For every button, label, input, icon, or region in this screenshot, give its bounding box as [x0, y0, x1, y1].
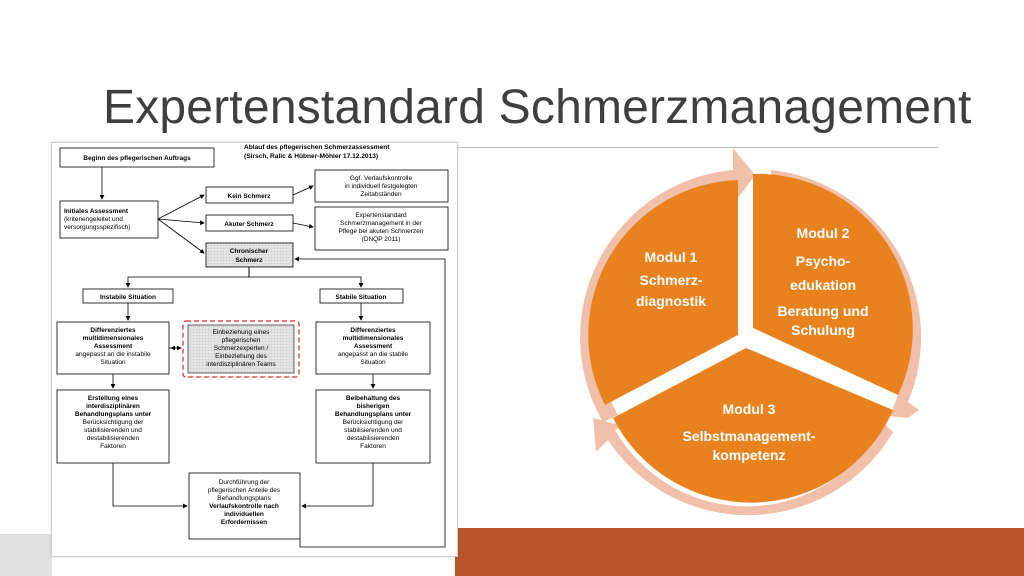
segment-modul-1: [588, 180, 738, 405]
svg-text:Berücksichtigung der: Berücksichtigung der: [343, 419, 405, 426]
svg-text:Ggf. Verlaufskontrolle: Ggf. Verlaufskontrolle: [350, 175, 413, 182]
segment-modul-3: [613, 348, 893, 503]
chronischer-schmerz-box: Chronischer Schmerz: [205, 242, 294, 268]
svg-text:Zeitabständen: Zeitabständen: [360, 191, 402, 198]
instabile-situation-box: Instabile Situation: [82, 288, 174, 304]
svg-text:Erstellung eines: Erstellung eines: [88, 395, 139, 402]
module-cycle: Modul 1 Schmerz- diagnostik Modul 2 Psyc…: [563, 140, 943, 530]
svg-text:Berücksichtigung der: Berücksichtigung der: [83, 419, 145, 426]
verlaufskontrolle-box: Ggf. Verlaufskontrolle in individuell fe…: [314, 169, 449, 203]
svg-text:Instabile Situation: Instabile Situation: [100, 294, 156, 301]
modul-2-line2: Psycho-: [796, 253, 851, 269]
diff-assessment-stabil-box: Differenziertes multidimensionales Asses…: [315, 321, 431, 375]
svg-text:Schmerz: Schmerz: [235, 257, 263, 264]
flowchart-diagram: Ablauf des pflegerischen Schmerzassessme…: [56, 144, 449, 548]
svg-text:Assessment: Assessment: [94, 343, 133, 350]
footer-band-left: [0, 534, 52, 576]
module-cycle-diagram: Modul 1 Schmerz- diagnostik Modul 2 Psyc…: [580, 148, 922, 516]
kein-schmerz-box: Kein Schmerz: [205, 186, 294, 204]
svg-text:stabilisierenden und: stabilisierenden und: [344, 427, 402, 434]
svg-text:Differenziertes: Differenziertes: [90, 327, 136, 334]
footer-band: [455, 528, 1024, 576]
segment-modul-2: [753, 173, 913, 395]
svg-text:Verlaufskontrolle nach: Verlaufskontrolle nach: [209, 503, 279, 510]
stabile-situation-box: Stabile Situation: [319, 288, 404, 304]
svg-text:destabilisierenden: destabilisierenden: [347, 435, 400, 442]
svg-text:Expertenstandard: Expertenstandard: [355, 212, 407, 219]
svg-text:interdisziplinären Teams: interdisziplinären Teams: [206, 361, 276, 368]
beibehaltung-box: Beibehaltung des bisherigen Behandlungsp…: [315, 389, 431, 464]
modul-3-line2: Selbstmanagement-: [682, 428, 815, 444]
svg-text:individuellen: individuellen: [224, 511, 264, 518]
svg-text:stabilisierenden und: stabilisierenden und: [84, 427, 142, 434]
svg-text:interdisziplinären: interdisziplinären: [86, 403, 140, 410]
flow-connectors: [99, 167, 446, 548]
diff-assessment-instabil-box: Differenziertes multidimensionales Asses…: [56, 321, 170, 375]
modul-2-title: Modul 2: [797, 225, 850, 241]
akuter-schmerz-box: Akuter Schmerz: [205, 214, 294, 232]
svg-text:(kriteriengeleitet und: (kriteriengeleitet und: [64, 216, 123, 223]
svg-text:Situation: Situation: [100, 359, 126, 366]
svg-text:multidimensionales: multidimensionales: [83, 335, 144, 342]
modul-2-line5: Schulung: [791, 322, 855, 338]
svg-text:Durchführung der: Durchführung der: [219, 479, 270, 486]
svg-text:Schmerzmanagement in der: Schmerzmanagement in der: [340, 220, 422, 227]
svg-text:bisherigen: bisherigen: [357, 403, 390, 410]
svg-text:Schmerzexperten /: Schmerzexperten /: [214, 345, 269, 352]
svg-text:(DNQP 2011): (DNQP 2011): [362, 236, 401, 243]
arrow-bottom-arc: [593, 418, 893, 516]
modul-1-line3: diagnostik: [636, 293, 706, 309]
flow-header-line2: (Sirsch, Ralic & Hübner-Möhler 17.12.201…: [244, 153, 378, 160]
svg-text:versorgungsspezifisch): versorgungsspezifisch): [64, 224, 130, 231]
svg-text:Beibehaltung des: Beibehaltung des: [346, 395, 401, 402]
svg-text:Erfordernissen: Erfordernissen: [221, 519, 267, 526]
svg-text:Stabile Situation: Stabile Situation: [336, 294, 387, 301]
erstellung-box: Erstellung eines interdisziplinären Beha…: [56, 389, 170, 464]
modul-2-line4: Beratung und: [778, 303, 869, 319]
svg-text:Kein Schmerz: Kein Schmerz: [228, 193, 272, 200]
svg-text:Beginn des pflegerischen Auftr: Beginn des pflegerischen Auftrags: [83, 155, 191, 162]
cycle-segments: [588, 173, 913, 503]
durchfuehrung-box: Durchführung der pflegerischen Anteile d…: [188, 472, 301, 540]
modul-1-title: Modul 1: [645, 249, 698, 265]
arrow-right-arc: [771, 170, 922, 418]
modul-1-line2: Schmerz-: [639, 272, 702, 288]
svg-text:angepasst an die stabile: angepasst an die stabile: [338, 351, 408, 358]
flowchart-image: Ablauf des pflegerischen Schmerzassessme…: [51, 142, 458, 557]
slide-title: Expertenstandard Schmerzmanagement: [103, 81, 972, 134]
svg-text:destabilisierenden: destabilisierenden: [87, 435, 140, 442]
svg-text:Pflege bei akuten Schmerzen: Pflege bei akuten Schmerzen: [339, 228, 424, 235]
svg-text:Behandlungsplans: Behandlungsplans: [217, 495, 271, 502]
einbeziehung-box: Einbeziehung eines pflegerischen Schmerz…: [182, 320, 300, 378]
svg-text:pflegerischen: pflegerischen: [222, 337, 261, 344]
svg-text:Situation: Situation: [360, 359, 386, 366]
svg-text:Faktoren: Faktoren: [100, 443, 126, 450]
svg-text:Initiales Assessment: Initiales Assessment: [64, 208, 129, 215]
svg-text:Chronischer: Chronischer: [230, 248, 269, 255]
expertenstandard-box: Expertenstandard Schmerzmanagement in de…: [314, 206, 449, 251]
svg-text:Behandlungsplans unter: Behandlungsplans unter: [75, 411, 152, 418]
svg-text:Einbeziehung eines: Einbeziehung eines: [213, 329, 270, 336]
svg-text:Differenziertes: Differenziertes: [350, 327, 396, 334]
svg-text:Faktoren: Faktoren: [360, 443, 386, 450]
title-rule: [455, 147, 938, 148]
svg-text:Akuter Schmerz: Akuter Schmerz: [224, 221, 274, 228]
modul-3-line3: kompetenz: [712, 447, 785, 463]
svg-text:Assessment: Assessment: [354, 343, 393, 350]
initial-assessment-box: Initiales Assessment (kriteriengeleitet …: [59, 200, 159, 239]
start-box: Beginn des pflegerischen Auftrags: [59, 147, 215, 168]
modul-2-line3: edukation: [790, 277, 856, 293]
svg-text:multidimensionales: multidimensionales: [343, 335, 404, 342]
flow-header-line1: Ablauf des pflegerischen Schmerzassessme…: [244, 144, 390, 151]
svg-text:pflegerischen Anteile des: pflegerischen Anteile des: [208, 487, 281, 494]
svg-text:in individuell festgelegten: in individuell festgelegten: [345, 183, 418, 190]
svg-text:angepasst an die instabile: angepasst an die instabile: [75, 351, 151, 358]
svg-text:Behandlungsplans unter: Behandlungsplans unter: [335, 411, 412, 418]
svg-text:Einbeziehung des: Einbeziehung des: [215, 353, 267, 360]
modul-3-title: Modul 3: [723, 401, 776, 417]
